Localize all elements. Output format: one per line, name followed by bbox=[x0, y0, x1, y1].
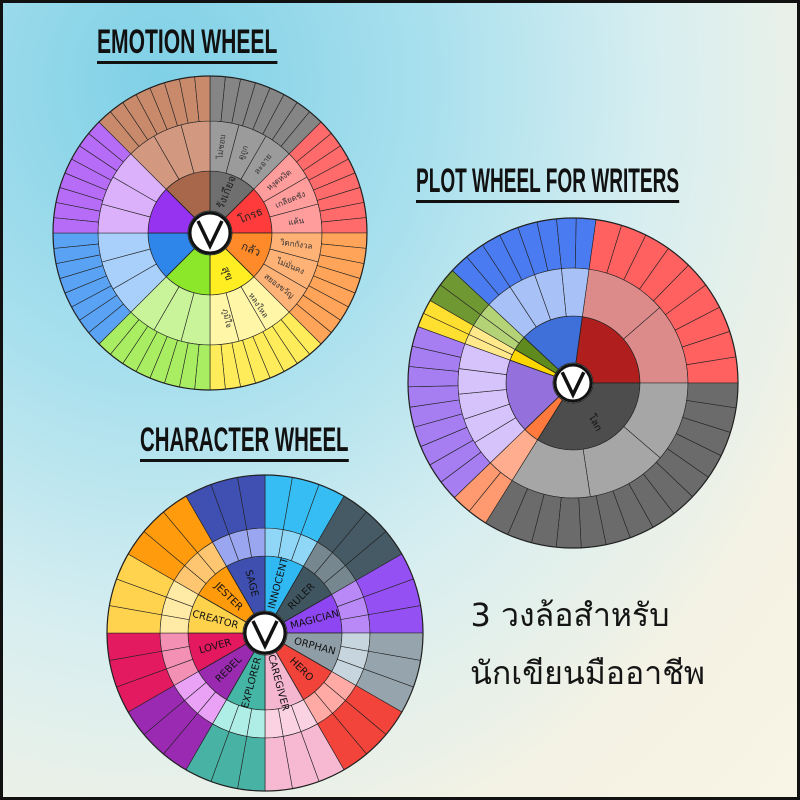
plot-sector: โลก bbox=[485, 382, 739, 549]
wheel-outline bbox=[407, 217, 739, 549]
character-sector: LOVER bbox=[106, 632, 247, 713]
plot-sector bbox=[575, 219, 739, 384]
plot-wheel: โลก bbox=[407, 217, 739, 549]
sub-emotion-label: วิตกกังวล bbox=[279, 238, 313, 251]
emotion-wheel: รังเกียจไม่ชอบดูถูกละอายโกรธหงุดหงิดเกลี… bbox=[52, 75, 368, 391]
character-wheel: INNOCENTRULERMAGICIANORPHANHEROCAREGIVER… bbox=[106, 474, 424, 792]
v-logo-icon bbox=[188, 211, 232, 255]
plot-sector bbox=[451, 217, 597, 370]
plot-wheel-title: PLOT WHEEL FOR WRITERS bbox=[416, 163, 680, 203]
character-wheel-title: CHARACTER WHEEL bbox=[140, 422, 349, 462]
character-sector: REBEL bbox=[127, 643, 255, 771]
emotion-sector bbox=[98, 75, 211, 219]
v-logo-icon bbox=[243, 611, 287, 655]
tagline-line-2: นักเขียนมืออาชีพ bbox=[470, 654, 705, 692]
character-sector: JESTER bbox=[127, 495, 255, 623]
tagline-line-1: 3 วงล้อสำหรับ bbox=[470, 596, 670, 634]
emotion-sector bbox=[52, 121, 196, 234]
character-sector: INNOCENT bbox=[264, 474, 345, 615]
plot-sector bbox=[429, 270, 559, 374]
character-sector: CAREGIVER bbox=[264, 651, 345, 792]
emotion-sector: กลัววิตกกังวลไม่มั่นคงสยองขวัญ bbox=[224, 232, 368, 345]
character-sector: CREATOR bbox=[106, 553, 247, 634]
character-sector: EXPLORER bbox=[185, 651, 266, 792]
v-logo-icon bbox=[553, 363, 593, 403]
character-sector: MAGICIAN bbox=[283, 553, 424, 634]
wheel-outline bbox=[52, 75, 368, 391]
character-sector: ORPHAN bbox=[283, 632, 424, 713]
emotion-sector: รังเกียจไม่ชอบดูถูกละอาย bbox=[209, 75, 322, 219]
character-sector: HERO bbox=[275, 643, 403, 771]
wheel-outline bbox=[106, 474, 424, 792]
character-sector: SAGE bbox=[185, 474, 266, 615]
emotion-wheel-title: EMOTION WHEEL bbox=[97, 24, 278, 64]
sub-emotion-label: แค้น bbox=[288, 216, 306, 227]
sector-label: สุข bbox=[219, 264, 236, 282]
character-sector: RULER bbox=[275, 495, 403, 623]
plot-sector bbox=[407, 326, 560, 499]
sub-emotion-label: ไม่ชอบ bbox=[215, 134, 227, 161]
emotion-sector bbox=[52, 232, 196, 345]
